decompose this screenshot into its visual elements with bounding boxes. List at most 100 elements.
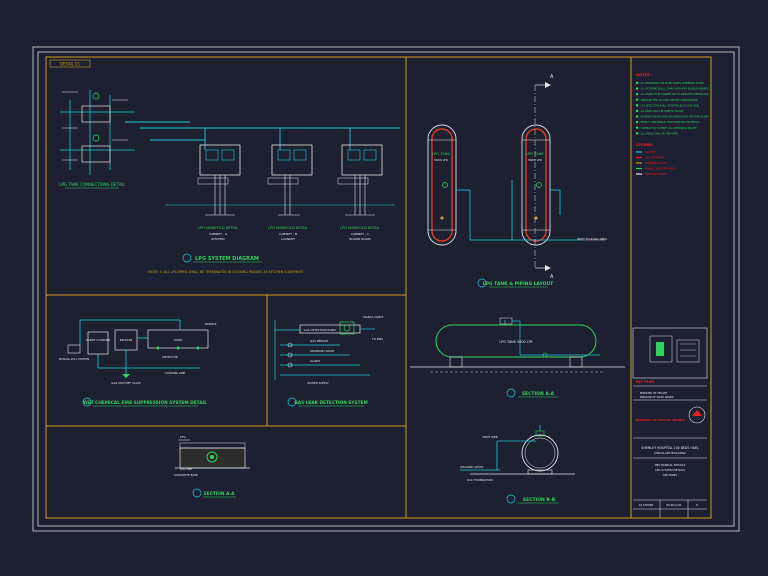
wet-chemical-diagram: [67, 319, 209, 378]
key-plan-building: [649, 335, 673, 363]
manifold-cabinet-b: [267, 144, 313, 216]
gas-leak-bubble: [287, 397, 297, 407]
manifold-a-cabinet: CABINET - A: [209, 232, 228, 236]
department-name: MINISTRY OF HEALTH ARABIA: [635, 418, 685, 422]
note-bullet: [636, 121, 639, 124]
lpg-tank-connection-detail: [60, 90, 135, 175]
title-block: KEY PLAN MINISTRY OF HEALTH KINGDOM OF S…: [632, 327, 708, 518]
note-item: ALL CABLES SHALL BE FIRE RATED: [641, 132, 679, 135]
section-marker-bottom: A: [550, 274, 554, 280]
section-marker-top: A: [550, 74, 554, 80]
manifold-c-cabinet: CABINET - C: [351, 232, 369, 236]
drawing-line3: SECTIONS: [663, 473, 677, 477]
note-bullet: [636, 81, 639, 84]
note-item: REFER TO MECHANICAL SPECIFICATIONS FOR D…: [641, 121, 701, 124]
lpg-header-piping: [125, 121, 400, 206]
gl-valve-label: SOLENOID VALVE: [310, 349, 334, 353]
key-plan-label: KEY PLAN: [636, 380, 654, 384]
tank-left-label: LPG TANK: [432, 152, 450, 156]
section-aa-horizontal-tank: [410, 317, 625, 373]
gl-alarm-label: ALARM: [310, 359, 320, 363]
legend-item: GAS DETECTOR: [645, 157, 664, 160]
wc-pull-label: MANUAL PULL STATION: [59, 357, 89, 361]
note-item: ALL DIMENSIONS ARE IN MM UNLESS OTHERWIS…: [641, 82, 705, 85]
wc-release-label: RELEASE: [120, 338, 133, 342]
tank-layout-title-bubble: [477, 278, 487, 288]
manifold-a-title: LPG MANIFOLD DETAIL: [198, 226, 238, 230]
manifold-b-cabinet: CABINET - B: [279, 232, 297, 236]
note-bullet: [636, 126, 639, 129]
key-plan-building-2: [676, 339, 700, 363]
gl-power-label: POWER SUPPLY: [307, 381, 329, 385]
section-bb-base-label: RCC FOUNDATION: [467, 478, 492, 482]
gl-panel-label: GAS DETECTION PANEL: [304, 328, 337, 332]
note-bullet: [636, 115, 639, 118]
note-item: SOLENOID VALVES SHALL BE INTERLOCKED WIT…: [641, 116, 709, 119]
emblem-icon: [688, 406, 706, 424]
section-aa-tank-label: LPG TANK 5000 LTR: [499, 340, 533, 344]
wet-chemical-title: WET CHEMICAL FIRE SUPPRESSION SYSTEM DET…: [83, 400, 207, 406]
legend-item: LPG PIPE: [645, 151, 656, 154]
note-item: ALL PIPING SHALL BE PAINTED YELLOW: [641, 110, 685, 113]
note-bullet: [636, 109, 639, 112]
section-aa-top-bubble: [506, 388, 516, 398]
drawing-frame: [45, 56, 712, 519]
section-bb-vent-label: VENT PIPE: [482, 435, 497, 439]
tank-layout-title: LPG TANK & PIPING LAYOUT: [483, 281, 554, 287]
section-aa-bottom-detail: [175, 439, 250, 469]
section-aa-bottom-pipe: LPG PIPE: [180, 467, 192, 471]
gl-sensor-label: GAS SENSOR: [310, 339, 328, 343]
note-item: ALL LPG PIPING SHALL COMPLY WITH NFPA 58…: [641, 88, 710, 91]
manifold-b-area: LAUNDRY: [281, 237, 295, 241]
note-bullet: [636, 87, 639, 90]
wc-detector-label: DETECTOR: [162, 355, 177, 359]
manifold-a-area: KITCHEN: [212, 237, 225, 241]
manifold-cabinet-c: [337, 144, 383, 216]
wc-hood-label: HOOD: [174, 338, 183, 342]
tank-left-capacity: 5000 LTR: [434, 158, 448, 162]
client-line1: MINISTRY OF HEALTH: [640, 391, 667, 395]
lpg-tank-right: [521, 124, 551, 246]
section-bb-bubble: [506, 494, 516, 504]
sheet-tag: DETAIL 01: [60, 62, 81, 67]
notes-list: ALL DIMENSIONS ARE IN MM UNLESS OTHERWIS…: [636, 81, 710, 135]
gas-leak-title: GAS LEAK DETECTION SYSTEM: [294, 400, 368, 406]
wc-valve-label: GAS SHUTOFF VALVE: [111, 381, 140, 385]
project-line2: (ANCILLARY BUILDING): [654, 451, 686, 455]
legend-item: MANUAL SHUTOFF VALVE: [645, 168, 676, 171]
key-plan-highlight: [656, 342, 664, 356]
outer-border: [32, 46, 740, 532]
wc-cooking-label: COOKING LINE: [165, 371, 186, 375]
wc-cylinder-label: AGENT CYLINDER: [86, 338, 110, 342]
drawing-line2: LPG SYSTEM DETAILS: [655, 468, 685, 472]
sheet-tag-box: [49, 59, 91, 68]
tank-connection-title: LPG TANK CONNECTIONS DETAIL: [59, 182, 125, 187]
emblem-mark: [692, 410, 702, 416]
gl-bms-label: TO BMS: [371, 337, 383, 341]
section-aa-bottom-ground: CONCRETE BASE: [174, 473, 198, 477]
legend-title: LEGEND:: [636, 143, 654, 147]
key-plan-frame: [632, 327, 708, 379]
wet-chemical-bubble: [82, 397, 92, 407]
lpg-system-title-bubble: [182, 253, 192, 263]
section-bb-ground-label: GROUND LEVEL: [460, 465, 484, 469]
note-bullet: [636, 104, 639, 107]
notes-block: NOTES : ALL DIMENSIONS ARE IN MM UNLESS …: [636, 73, 709, 176]
tank-pipe-note: INLET TO ROAD AREA: [577, 237, 607, 241]
note-bullet: [636, 98, 639, 101]
note-bullet: [636, 132, 639, 135]
note-item: GAS DETECTORS SHALL BE INSTALLED AT LOW …: [641, 104, 701, 107]
outer-border-inner: [37, 51, 735, 527]
section-bb-title: SECTION B-B: [523, 497, 556, 503]
notes-title: NOTES :: [636, 73, 653, 77]
gl-signal-label: SIGNAL CABLE: [363, 315, 384, 319]
scale-value: AS SHOWN: [639, 503, 653, 507]
section-aa-top-title: SECTION A-A: [522, 391, 555, 397]
manifold-c-area: BOILER ROOM: [349, 237, 371, 241]
manifold-cabinet-a: [197, 144, 241, 216]
note-bullet: [636, 93, 639, 96]
tank-piping: [456, 82, 605, 271]
revision: 0: [696, 503, 698, 507]
